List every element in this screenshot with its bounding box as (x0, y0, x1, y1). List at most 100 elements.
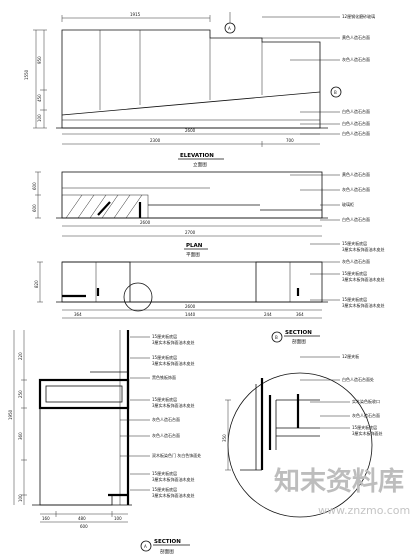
elev-marker-b (330, 86, 342, 98)
plan-dim-left-0: 600 (32, 182, 37, 190)
section-callout-1: 3厘实木板饰面油木皮处 (152, 339, 195, 345)
elev-title: ELEVATION (180, 153, 214, 159)
section-callout-11: 3厘实木板饰面油木皮处 (152, 476, 195, 482)
plan-callout-2: 玻璃柜 (342, 201, 354, 207)
plan-dim-bottom-0: 2600 (140, 220, 151, 225)
plan-callouts: 黄色人造石台面 灰色人造石台面 玻璃柜 白色人造石台面 (290, 171, 370, 222)
back-cabinet-right (255, 261, 323, 303)
section-callout-2: 15厘夹板底层 (152, 354, 177, 360)
back-callout-2: 灰色人造石台面 (342, 258, 370, 264)
back-dim-bottom-1: 364 (74, 312, 82, 317)
elev-callout-4: 白色人造石台面 (342, 120, 370, 126)
back-callout-1: 3厘实木板饰面油木皮处 (342, 246, 385, 252)
section-dim-bottom-1: 480 (78, 516, 86, 521)
elev-dim-left-1: 950 (37, 56, 42, 64)
back-section-marker (271, 331, 283, 343)
section-dim-bottom-0: 160 (42, 516, 50, 521)
back-callout-5: 15厘夹板底层 (342, 296, 367, 302)
detail-callout-5: 3厘实木板饰面处 (352, 430, 383, 436)
section-callout-4: 黑色铁板饰面 (152, 374, 176, 380)
detail-callout-4: 15厘夹板底层 (352, 424, 377, 430)
plan-callout-0: 黄色人造石台面 (342, 171, 370, 177)
plan-dim-bottom-1: 2700 (185, 230, 196, 235)
section-callout-10: 15厘夹板底层 (152, 470, 177, 476)
section-callout-7: 灰色人造石台面 (152, 416, 180, 422)
elev-dim-left-0: 1550 (24, 69, 29, 80)
section-upper-shelf-inner (45, 385, 123, 403)
elev-marker-a-label: A (228, 26, 231, 31)
detail-view: 350 12厘夹板 白色人造石台面处 实木染色板收口 灰色人造石台面 15厘夹板… (222, 353, 383, 518)
section-counter-body (39, 408, 128, 506)
detail-dim-left: 350 (222, 434, 227, 442)
elev-dim-left-2: 450 (37, 94, 42, 102)
elev-dim-bottom-1: 2300 (150, 138, 161, 143)
section-title: SECTION (154, 539, 181, 545)
plan-dim-left-1: 600 (32, 204, 37, 212)
elev-counter-outline (61, 29, 321, 129)
section-callout-13: 3厘实木板饰面油木皮处 (152, 492, 195, 498)
back-dim-bottom-3: 244 (264, 312, 272, 317)
plan-subtitle: 平面图 (186, 252, 200, 258)
elev-dim-left-3: 100 (37, 114, 42, 122)
back-callout-3: 15厘夹板底层 (342, 270, 367, 276)
elev-callout-2: 灰色人造石台面 (342, 56, 370, 62)
elev-callout-3: 白色人造石台面 (342, 108, 370, 114)
elev-callout-0: 12厘钢化磨砂玻璃 (342, 13, 375, 19)
back-section-subtitle: 剖面图 (292, 338, 306, 345)
plan-view: 600 600 2600 2700 PLAN 平面图 黄色人造石台面 灰色人造石… (32, 171, 370, 258)
section-callout-6: 3厘实木板饰面油木皮处 (152, 402, 195, 408)
section-dim-left-2: 250 (18, 390, 23, 398)
section-callout-5: 15厘夹板底层 (152, 396, 177, 402)
section-dim-left-0: 1950 (8, 409, 13, 420)
back-callouts: 15厘夹板底层 3厘实木板饰面油木皮处 灰色人造石台面 15厘夹板底层 3厘实木… (310, 240, 385, 308)
plan-callout-1: 灰色人造石台面 (342, 186, 370, 192)
section-callout-9: 双木板染色门 灰白色饰面处 (152, 452, 201, 458)
back-detail-circle (123, 282, 153, 312)
section-dim-left-1: 220 (18, 352, 23, 360)
elevation-view: 1915 A B 1550 950 450 100 2600 23 (24, 12, 375, 168)
plan-callout-3: 白色人造石台面 (342, 216, 370, 222)
section-upper-shelf (38, 378, 130, 410)
elev-subtitle: 立面图 (193, 161, 207, 168)
section-callout-0: 15厘夹板底层 (152, 333, 177, 339)
elev-callout-5: 白色人造石台面 (342, 130, 370, 136)
section-dim-left-3: 360 (18, 432, 23, 440)
watermark-text-cn: 知末资料库 (274, 467, 404, 497)
section-view: 1950 220 250 360 100 160 480 100 600 A S… (8, 330, 201, 555)
watermark-text-en: www.znzmo.com (318, 504, 410, 517)
back-dim-left: 820 (34, 280, 39, 288)
detail-callout-2: 实木染色板收口 (352, 398, 380, 404)
section-dim-left-4: 100 (18, 494, 23, 502)
back-section-title: SECTION (285, 330, 312, 336)
detail-callouts: 12厘夹板 白色人造石台面处 实木染色板收口 灰色人造石台面 15厘夹板底层 3… (300, 353, 383, 436)
plan-title: PLAN (186, 243, 203, 249)
section-callout-8: 灰色人造石台面 (152, 432, 180, 438)
watermark: 知末资料库 www.znzmo.com (274, 467, 410, 517)
detail-callout-0: 12厘夹板 (342, 353, 359, 359)
elev-dim-bottom-2: 700 (286, 138, 294, 143)
elev-marker-b-label: B (334, 90, 337, 95)
back-dim-bottom-4: 364 (296, 312, 304, 317)
back-elevation-view: 820 2600 364 1440 244 364 15厘夹板底层 3厘实木板饰… (34, 240, 385, 345)
section-callout-12: 15厘夹板底层 (152, 486, 177, 492)
elev-dim-top: 1915 (130, 12, 141, 17)
elev-callouts: 12厘钢化磨砂玻璃 黄色人造石台面 灰色人造石台面 白色人造石台面 白色人造石台… (250, 13, 375, 136)
detail-callout-1: 白色人造石台面处 (342, 376, 374, 382)
section-callout-3: 3厘实木板饰面油木皮处 (152, 360, 195, 366)
section-dim-bottom-2: 100 (114, 516, 122, 521)
back-callout-4: 3厘实木板饰面油木皮处 (342, 276, 385, 282)
back-callout-0: 15厘夹板底层 (342, 240, 367, 246)
section-marker-label: A (144, 544, 147, 549)
section-marker (140, 540, 152, 552)
section-subtitle: 剖面图 (160, 548, 174, 555)
back-dim-bottom-2: 1440 (185, 312, 196, 317)
back-section-marker-label: B (275, 335, 278, 340)
section-dim-bottom-3: 600 (80, 524, 88, 529)
elev-callout-1: 黄色人造石台面 (342, 34, 370, 40)
back-dim-bottom-0: 2600 (185, 304, 196, 309)
back-callout-6: 3厘实木板饰面油木皮处 (342, 302, 385, 308)
section-callouts: 15厘夹板底层 3厘实木板饰面油木皮处 15厘夹板底层 3厘实木板饰面油木皮处 … (120, 333, 201, 498)
elev-dim-bottom-0: 2600 (185, 128, 196, 133)
detail-callout-3: 灰色人造石台面 (352, 412, 380, 418)
